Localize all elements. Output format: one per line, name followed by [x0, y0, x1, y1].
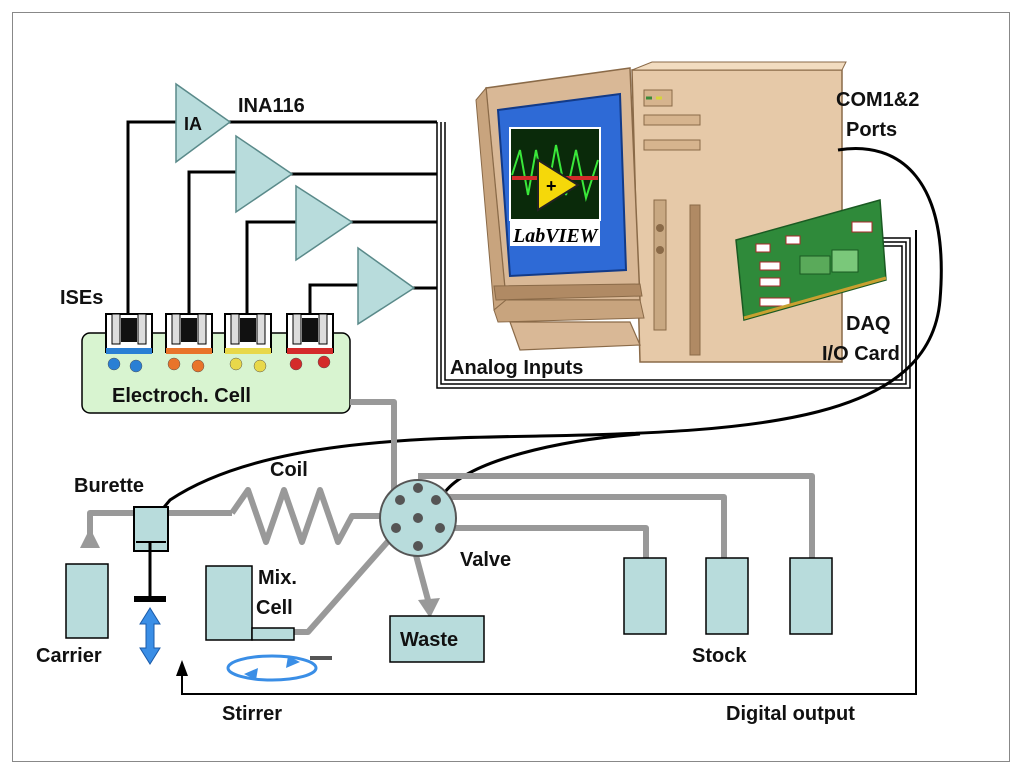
mix-label: Mix. — [258, 567, 297, 589]
digital-output-label: Digital output — [726, 703, 855, 725]
electroch-cell-label: Electroch. Cell — [112, 385, 251, 407]
analog-inputs-label: Analog Inputs — [450, 357, 583, 379]
ise-electrode-2 — [165, 313, 213, 354]
coil-label: Coil — [270, 459, 308, 481]
com-ports-label: COM1&2 — [836, 89, 919, 111]
stock-container-3 — [789, 557, 833, 635]
burette-label: Burette — [74, 475, 144, 497]
ises-label: ISEs — [60, 287, 103, 309]
carrier-arrow-icon — [80, 528, 100, 548]
diagram-frame — [12, 12, 1010, 762]
ise-electrode-3 — [224, 313, 272, 354]
ina116-label: INA116 — [238, 95, 305, 117]
labview-logo-icon — [537, 158, 580, 212]
stock-container-1 — [623, 557, 667, 635]
io-card-label: I/O Card — [822, 343, 900, 365]
ia-label: IA — [184, 114, 202, 134]
digital-output-wire — [176, 230, 917, 695]
stirrer-label: Stirrer — [222, 703, 282, 725]
valve — [379, 479, 457, 557]
valve-cable — [443, 432, 641, 493]
labview-text: LabVIEW — [512, 225, 599, 247]
mix-cell — [205, 565, 295, 641]
svg-text:+: + — [546, 176, 557, 196]
waste-label: Waste — [400, 629, 458, 651]
waste-arrow-icon — [418, 598, 440, 618]
carrier-label: Carrier — [36, 645, 102, 667]
amplifier-2 — [235, 134, 294, 214]
electrode-dots — [107, 355, 331, 373]
burette-motion-arrow-icon — [139, 607, 161, 665]
ia-amplifier: IA — [175, 82, 232, 164]
amplifier-wires — [126, 120, 437, 330]
ports-label: Ports — [846, 119, 897, 141]
carrier-container — [65, 563, 109, 639]
waste-container: Waste — [389, 615, 485, 663]
mix-cell-label: Cell — [256, 597, 293, 619]
stock-container-2 — [705, 557, 749, 635]
daq-card — [735, 199, 887, 321]
stock-label: Stock — [692, 645, 747, 667]
stirrer-icon — [226, 654, 332, 682]
ise-electrode-1 — [105, 313, 153, 354]
analog-input-bus — [436, 122, 911, 389]
com-cable — [158, 147, 943, 513]
valve-label: Valve — [460, 549, 511, 571]
amplifier-4 — [357, 246, 416, 326]
daq-label: DAQ — [846, 313, 890, 335]
ise-electrodes — [105, 313, 334, 354]
ise-electrode-4 — [286, 313, 334, 354]
burette — [133, 506, 169, 602]
amplifier-3 — [295, 184, 354, 262]
computer: + LabVIEW — [475, 61, 847, 363]
